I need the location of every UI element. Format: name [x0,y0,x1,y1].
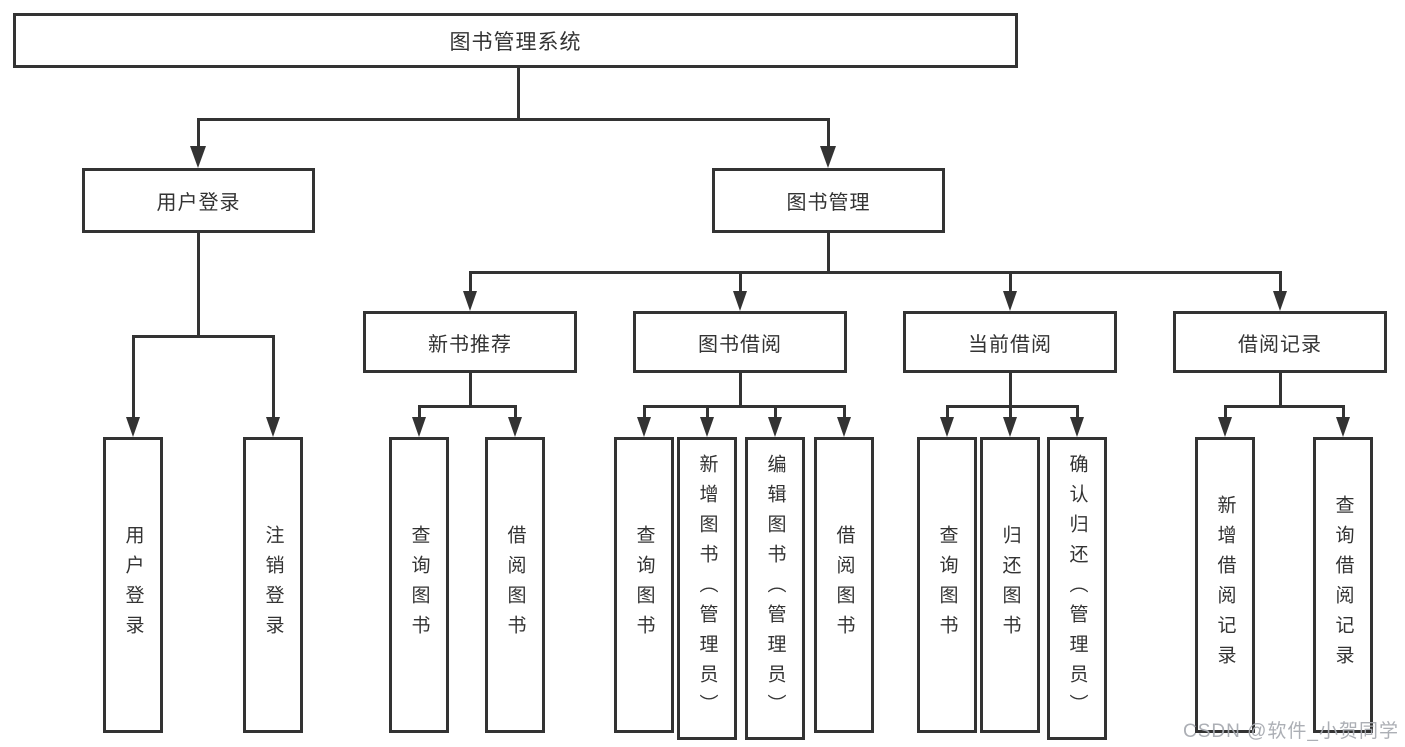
connector-stem-borrow1 [514,405,517,419]
arrowhead-edit-books [768,417,782,437]
node-user-login: 用户登录 [82,168,315,233]
node-library-management-system: 图书管理系统 [13,13,1018,68]
leaf-user-login: 用户登录 [103,437,163,733]
arrowhead-query3 [940,417,954,437]
node-label: 用户登录 [156,192,241,214]
leaf-query-books-current: 查询图书 [917,437,977,733]
arrowhead-current-borrowing [1003,291,1017,311]
leaf-label: 新增借阅记录 [1214,495,1236,675]
connector-stem-borrowing-records [1279,271,1282,293]
connector-stem-return-books [1009,405,1012,419]
leaf-borrow-books-borrowing: 借阅图书 [814,437,874,733]
leaf-logout: 注销登录 [243,437,303,733]
watermark: CSDN @软件_小贺同学 [1183,721,1399,742]
leaf-label: 注销登录 [262,525,284,645]
connector-stem-add-record [1224,405,1227,419]
connector-stem-new-book [469,271,472,293]
node-label: 借阅记录 [1238,333,1322,356]
arrowhead-query1 [412,417,426,437]
leaf-label: 确认归还（管理员） [1066,453,1088,724]
connector-user-login-stem [197,233,200,337]
leaf-label: 新增图书（管理员） [696,453,718,724]
connector-stem-query-record [1342,405,1345,419]
node-label: 当前借阅 [968,333,1052,356]
leaf-confirm-return-admin: 确认归还（管理员） [1047,437,1107,740]
arrowhead-borrowing-records [1273,291,1287,311]
leaf-add-borrow-record: 新增借阅记录 [1195,437,1255,733]
connector-book-borrowing-stem [739,373,742,407]
node-borrowing-records: 借阅记录 [1173,311,1387,373]
arrowhead-book-management [820,146,836,168]
leaf-label: 归还图书 [999,525,1021,645]
arrowhead-leaf-logout [266,417,280,437]
leaf-edit-books-admin: 编辑图书（管理员） [745,437,805,740]
leaf-label: 编辑图书（管理员） [764,453,786,724]
connector-book-borrowing-bus [643,405,846,408]
connector-stem-book-management [827,118,830,150]
leaf-query-borrow-record: 查询借阅记录 [1313,437,1373,733]
connector-stem-confirm-return [1076,405,1079,419]
connector-stem-leaf-login [132,335,135,419]
connector-new-book-stem [469,373,472,407]
arrowhead-leaf-login [126,417,140,437]
connector-root-stem [517,66,520,120]
connector-stem-query1 [418,405,421,419]
arrowhead-new-book [463,291,477,311]
leaf-label: 查询借阅记录 [1332,495,1354,675]
connector-level3-bus [469,271,1282,274]
connector-stem-current-borrowing [1009,271,1012,293]
connector-user-login-bus [132,335,275,338]
leaf-query-books-recommend: 查询图书 [389,437,449,733]
leaf-return-books: 归还图书 [980,437,1040,733]
connector-stem-leaf-logout [272,335,275,419]
leaf-query-books-borrowing: 查询图书 [614,437,674,733]
leaf-borrow-books-recommend: 借阅图书 [485,437,545,733]
leaf-add-books-admin: 新增图书（管理员） [677,437,737,740]
arrowhead-borrow2 [837,417,851,437]
connector-stem-user-login [197,118,200,150]
connector-stem-add-books [706,405,709,419]
leaf-label: 借阅图书 [504,525,526,645]
node-label: 图书借阅 [698,333,782,356]
connector-new-book-bus [418,405,517,408]
node-label: 图书管理 [786,192,871,214]
leaf-label: 查询图书 [936,525,958,645]
arrowhead-add-books [700,417,714,437]
connector-current-borrowing-bus [946,405,1079,408]
connector-stem-query2 [643,405,646,419]
node-current-borrowing: 当前借阅 [903,311,1117,373]
leaf-label: 借阅图书 [833,525,855,645]
leaf-label: 用户登录 [122,525,144,645]
leaf-label: 查询图书 [408,525,430,645]
connector-stem-query3 [946,405,949,419]
node-book-management: 图书管理 [712,168,945,233]
connector-borrowing-records-stem [1279,373,1282,407]
arrowhead-return-books [1003,417,1017,437]
connector-stem-borrow2 [843,405,846,419]
arrowhead-book-borrowing [733,291,747,311]
connector-stem-book-borrowing [739,271,742,293]
arrowhead-confirm-return [1070,417,1084,437]
connector-stem-edit-books [774,405,777,419]
arrowhead-query-record [1336,417,1350,437]
node-label: 图书管理系统 [449,30,582,54]
connector-level2-bus [197,118,830,121]
leaf-label: 查询图书 [633,525,655,645]
node-new-book-recommendation: 新书推荐 [363,311,577,373]
node-book-borrowing: 图书借阅 [633,311,847,373]
arrowhead-query2 [637,417,651,437]
connector-borrowing-records-bus [1224,405,1345,408]
arrowhead-add-record [1218,417,1232,437]
arrowhead-user-login [190,146,206,168]
arrowhead-borrow1 [508,417,522,437]
connector-book-management-stem [827,233,830,273]
connector-current-borrowing-stem [1009,373,1012,407]
node-label: 新书推荐 [428,333,512,356]
